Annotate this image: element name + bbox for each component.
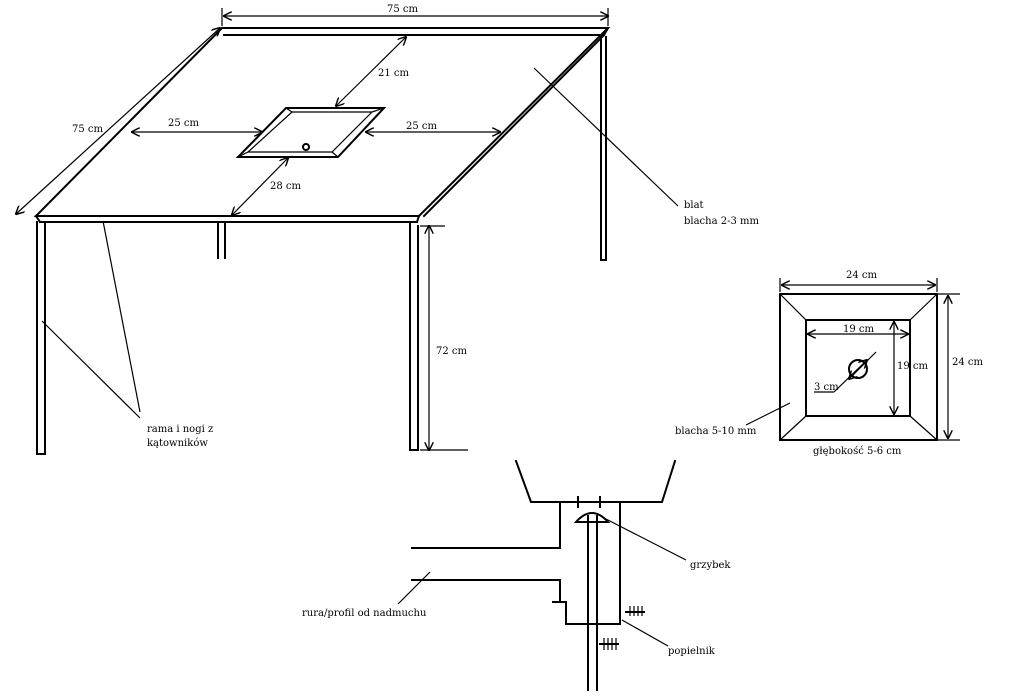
dim-height: 72 cm xyxy=(436,346,468,357)
dim-to-back: 21 cm xyxy=(378,68,410,79)
label-frame-material: kątowników xyxy=(147,438,208,449)
label-grate-depth: głębokość 5-6 cm xyxy=(813,446,902,457)
section-drawing: grzybek popielnik rura/profil od nadmuch… xyxy=(302,459,731,691)
dim-outer-width: 24 cm xyxy=(846,270,878,281)
label-tabletop-material: blacha 2-3 mm xyxy=(684,216,760,227)
table-drawing: 75 cm 75 cm 21 cm 25 cm 25 cm 28 cm 72 c… xyxy=(16,4,760,455)
dim-to-front: 28 cm xyxy=(270,181,302,192)
label-ashpan: popielnik xyxy=(668,646,716,657)
hearth-opening xyxy=(235,107,387,158)
tabletop xyxy=(33,26,611,224)
label-tabletop: blat xyxy=(684,200,704,211)
dim-hole: 3 cm xyxy=(814,382,839,393)
label-blower-pipe: rura/profil od nadmuchu xyxy=(302,608,427,619)
dim-to-right: 25 cm xyxy=(406,121,438,132)
dim-inner-height: 19 cm xyxy=(897,361,929,372)
table-dimensions xyxy=(16,8,608,450)
dim-inner-width: 19 cm xyxy=(843,324,875,335)
label-mushroom: grzybek xyxy=(690,560,731,571)
dim-side-depth: 75 cm xyxy=(72,124,104,135)
dim-top-width: 75 cm xyxy=(387,4,419,15)
label-frame: rama i nogi z xyxy=(147,424,213,435)
table-legs xyxy=(36,36,607,455)
dim-to-left: 25 cm xyxy=(168,118,200,129)
grate-drawing: 24 cm 19 cm 19 cm 24 cm 3 cm blacha 5-10… xyxy=(675,270,984,457)
dim-outer-height: 24 cm xyxy=(952,357,984,368)
table-leaders xyxy=(41,67,679,419)
label-grate-material: blacha 5-10 mm xyxy=(675,426,757,437)
